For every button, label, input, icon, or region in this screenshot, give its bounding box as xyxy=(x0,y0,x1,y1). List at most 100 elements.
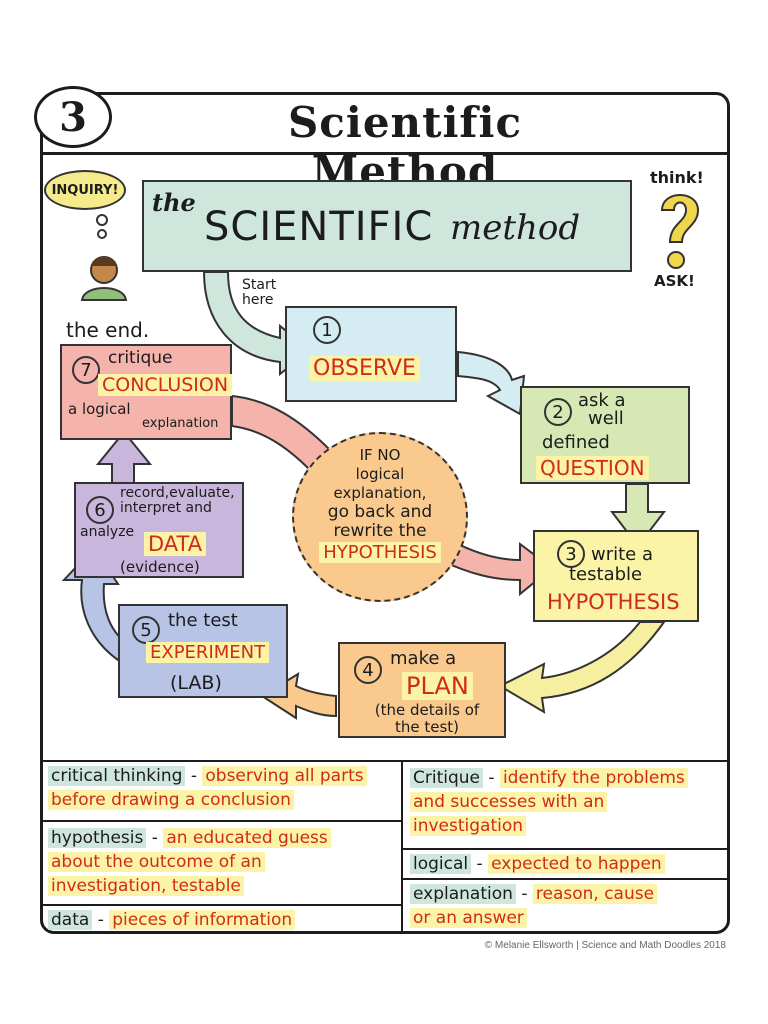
inquiry-bubble: INQUIRY! xyxy=(44,170,126,210)
section-number: 3 xyxy=(59,93,87,141)
title-banner xyxy=(142,180,632,272)
step-3-pretext: write a xyxy=(591,546,653,564)
start-arrow xyxy=(202,271,312,377)
gloss-term-critique: Critique xyxy=(410,768,483,788)
step-4-post2: the test) xyxy=(394,718,460,736)
step-3-number: 3 xyxy=(557,540,585,568)
gloss-term-logical: logical xyxy=(410,854,472,874)
gloss-def-data-1: pieces of information xyxy=(109,910,296,930)
start-label-line2: here xyxy=(242,292,274,308)
gloss-def-explanation-1: reason, cause xyxy=(532,884,658,904)
glossary-divider xyxy=(401,760,403,934)
glossary-rule-left-2 xyxy=(40,904,402,906)
gloss-critical-thinking: critical thinking - observing all parts … xyxy=(48,764,400,812)
gloss-def-critical-thinking-1: observing all parts xyxy=(202,766,367,786)
step-6-pre1: record,evaluate, xyxy=(120,485,235,501)
glossary-top-rule xyxy=(40,760,730,762)
gloss-term-hypothesis: hypothesis xyxy=(48,828,147,848)
arrow-observe-question xyxy=(457,350,526,416)
step-1-word-text: OBSERVE xyxy=(309,356,420,381)
gloss-def-critical-thinking-2: before drawing a conclusion xyxy=(48,790,294,810)
step-6-box: 6 record,evaluate, interpret and analyze… xyxy=(74,482,244,578)
step-2-pre2: well xyxy=(588,408,624,429)
step-3-box: 3 write a testable HYPOTHESIS xyxy=(533,530,699,622)
step-7-number: 7 xyxy=(72,356,100,384)
arrow-question-hypothesis xyxy=(609,483,667,548)
gloss-term-critical-thinking: critical thinking xyxy=(48,766,186,786)
gloss-def-explanation-2: or an answer xyxy=(410,908,527,928)
step-1-number: 1 xyxy=(313,316,341,344)
gloss-def-critique-1: identify the problems xyxy=(499,768,688,788)
think-label: think! xyxy=(650,168,704,187)
step-4-posttext: (the details of the test) xyxy=(352,702,502,736)
gloss-def-hypothesis-1: an educated guess xyxy=(163,828,331,848)
rewrite-hypothesis-circle: IF NO logical explanation, go back and r… xyxy=(292,432,468,602)
step-4-number: 4 xyxy=(354,656,382,684)
banner-method: method xyxy=(450,208,581,248)
step-5-post1: (LAB) xyxy=(170,672,222,694)
step-5-box: 5 the test EXPERIMENT (LAB) xyxy=(118,604,288,698)
gloss-logical: logical - expected to happen xyxy=(410,852,728,876)
step-7-post2: explanation xyxy=(142,416,219,431)
glossary-rule-right-1 xyxy=(402,848,730,850)
glossary-rule-left-1 xyxy=(40,820,402,822)
page-frame xyxy=(40,92,730,934)
center-line-3: explanation, xyxy=(333,484,427,502)
step-5-number: 5 xyxy=(132,616,160,644)
question-mark-icon xyxy=(660,194,700,269)
gloss-def-critique-2: and successes with an xyxy=(410,792,608,812)
copyright-credit: © Melanie Ellsworth | Science and Math D… xyxy=(484,940,726,951)
step-7-pre1: critique xyxy=(108,348,173,368)
arrow-hypothesis-plan xyxy=(497,621,666,714)
student-icon xyxy=(80,214,128,301)
gloss-def-hypothesis-2: about the outcome of an xyxy=(48,852,265,872)
gloss-term-explanation: explanation xyxy=(410,884,516,904)
step-4-post1: (the details of xyxy=(374,701,480,719)
step-2-pre3: defined xyxy=(542,432,610,453)
start-label-line1: Start xyxy=(242,277,277,293)
step-6-number: 6 xyxy=(86,496,114,524)
start-here-label: Start here xyxy=(242,278,276,308)
step-3-pre1: write a xyxy=(591,544,654,565)
step-6-pre3: analyze xyxy=(80,524,135,540)
arrow-data-conclusion xyxy=(95,430,153,489)
step-2-pretext: ask a well xyxy=(578,392,626,428)
banner-scientific: SCIENTIFIC xyxy=(204,204,434,250)
title-divider xyxy=(40,152,730,155)
gloss-hypothesis: hypothesis - an educated guess about the… xyxy=(48,826,400,898)
step-2-pre1: ask a xyxy=(578,390,626,411)
step-1-word: OBSERVE xyxy=(309,356,420,381)
gloss-def-critique-3: investigation xyxy=(410,816,527,836)
center-line-1: IF NO xyxy=(359,446,401,464)
step-6-word: DATA xyxy=(144,532,207,556)
step-7-word: CONCLUSION xyxy=(98,374,233,396)
step-6-pretext: record,evaluate, interpret and xyxy=(120,486,235,516)
step-3-word: HYPOTHESIS xyxy=(543,590,684,614)
step-4-pre1: make a xyxy=(390,648,457,669)
center-text: IF NO logical explanation, go back and r… xyxy=(294,434,466,563)
gloss-term-data: data xyxy=(48,910,93,930)
gloss-def-logical-1: expected to happen xyxy=(488,854,665,874)
gloss-critique: Critique - identify the problems and suc… xyxy=(410,766,728,838)
gloss-def-hypothesis-3: investigation, testable xyxy=(48,876,244,896)
center-line-5: rewrite the xyxy=(333,521,427,541)
gloss-explanation: explanation - reason, cause or an answer xyxy=(410,882,728,930)
gloss-data: data - pieces of information xyxy=(48,908,400,932)
step-2-box: 2 ask a well defined QUESTION xyxy=(520,386,690,484)
step-4-box: 4 make a PLAN (the details of the test) xyxy=(338,642,506,738)
ask-label: ASK! xyxy=(654,272,695,290)
step-7-box: 7 critique CONCLUSION a logical explanat… xyxy=(60,344,233,440)
step-7-post1: a logical xyxy=(68,400,131,418)
section-number-badge: 3 xyxy=(34,86,112,148)
step-3-pre2: testable xyxy=(569,564,643,585)
banner-the: the xyxy=(152,188,196,217)
center-line-2: logical xyxy=(355,465,405,483)
the-end-label: the end. xyxy=(66,318,150,342)
step-2-word: QUESTION xyxy=(536,456,649,480)
center-word: HYPOTHESIS xyxy=(319,542,441,563)
step-5-word: EXPERIMENT xyxy=(146,642,270,663)
inquiry-label: INQUIRY! xyxy=(51,182,119,198)
step-5-pre1: the test xyxy=(168,610,238,631)
step-1-box: 1 OBSERVE xyxy=(285,306,457,402)
step-2-number: 2 xyxy=(544,398,572,426)
